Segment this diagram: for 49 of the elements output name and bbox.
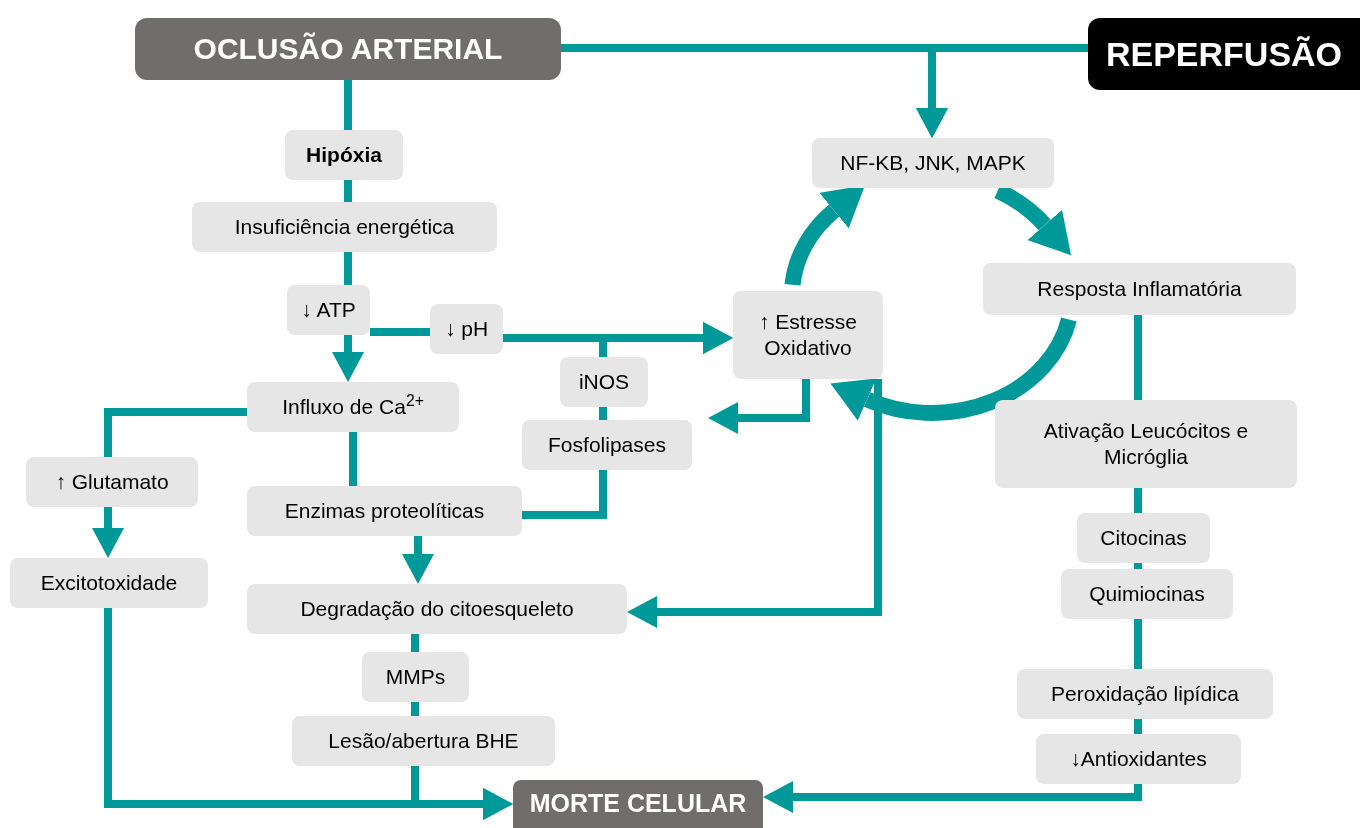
connector-line	[1134, 619, 1142, 669]
process-box: MMPs	[362, 652, 469, 702]
process-box: Lesão/abertura BHE	[292, 716, 555, 766]
process-box: Resposta Inflamatória	[983, 263, 1296, 315]
process-box: ↓ pH	[430, 304, 503, 354]
process-box: ↓Antioxidantes	[1036, 734, 1241, 784]
connector-line	[349, 432, 357, 486]
connector-line	[599, 407, 607, 420]
connector-line	[344, 80, 352, 130]
process-box: Fosfolipases	[522, 420, 692, 470]
connector-line	[1134, 719, 1142, 734]
cycle-arrow	[829, 317, 1077, 422]
process-box: Citocinas	[1077, 513, 1210, 563]
process-box: iNOS	[560, 357, 648, 407]
arrow	[599, 322, 733, 357]
process-box: Hipóxia	[285, 130, 403, 180]
process-box: NF-KB, JNK, MAPK	[812, 138, 1054, 188]
arrow	[763, 781, 1142, 813]
arrow	[92, 507, 124, 558]
connector-line	[344, 252, 352, 285]
connector-line	[1134, 563, 1142, 569]
title-box: OCLUSÃO ARTERIAL	[135, 18, 561, 80]
arrow	[627, 379, 882, 628]
connector-line	[104, 408, 247, 457]
arrow	[402, 536, 434, 584]
connector-line	[370, 328, 430, 336]
process-box: Enzimas proteolíticas	[247, 486, 522, 536]
outcome-box: MORTE CELULAR	[513, 780, 763, 828]
process-box: Degradação do citoesqueleto	[247, 584, 627, 634]
connector-line	[411, 702, 419, 716]
process-box: Ativação Leucócitos e Micróglia	[995, 400, 1297, 488]
process-box: Peroxidação lipídica	[1017, 669, 1273, 719]
arrow	[916, 44, 1088, 138]
process-box: Insuficiência energética	[192, 202, 497, 252]
arrow	[708, 379, 810, 434]
process-box: Excitotoxidade	[10, 558, 208, 608]
process-box: Influxo de Ca$^{2+}$	[247, 382, 459, 432]
arrow	[104, 608, 513, 820]
process-box: ↓ ATP	[287, 285, 370, 335]
process-box: ↑ Estresse Oxidativo	[733, 291, 883, 379]
process-box: Quimiocinas	[1061, 569, 1233, 619]
connector-line	[344, 180, 352, 202]
arrow	[332, 335, 364, 382]
connector-line	[1134, 488, 1142, 513]
connector-line	[522, 470, 607, 519]
connector-line	[411, 634, 419, 652]
title-box: REPERFUSÃO	[1088, 18, 1360, 90]
process-box: ↑ Glutamato	[26, 457, 198, 507]
connector-line	[1134, 315, 1142, 400]
